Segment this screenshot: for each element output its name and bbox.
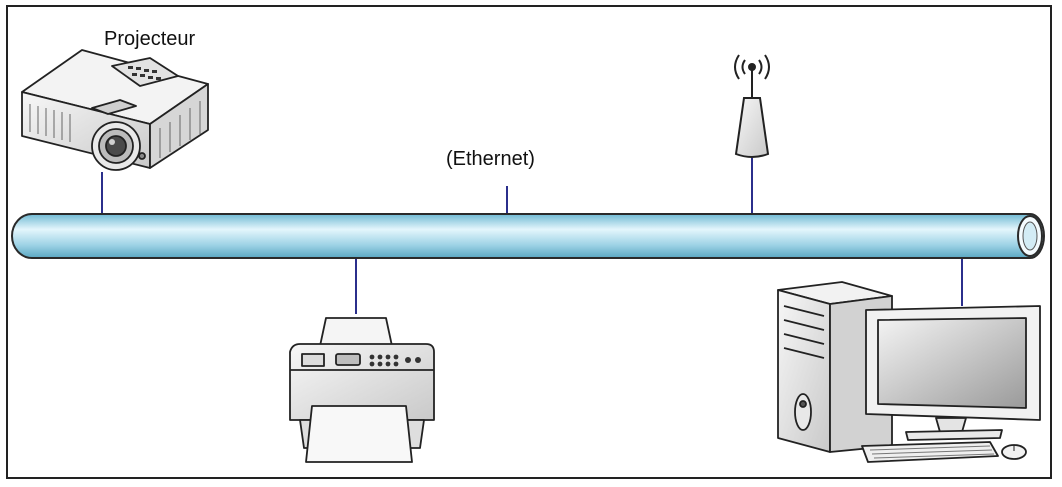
ethernet-cable	[11, 213, 1045, 259]
connection-lines	[101, 158, 963, 314]
projector-label: Projecteur	[104, 28, 196, 50]
projector-icon	[21, 49, 209, 171]
computer-icon	[777, 281, 1041, 463]
ethernet-label: (Ethernet)	[446, 148, 535, 170]
antenna-icon	[734, 54, 770, 158]
printer-icon	[289, 317, 435, 463]
